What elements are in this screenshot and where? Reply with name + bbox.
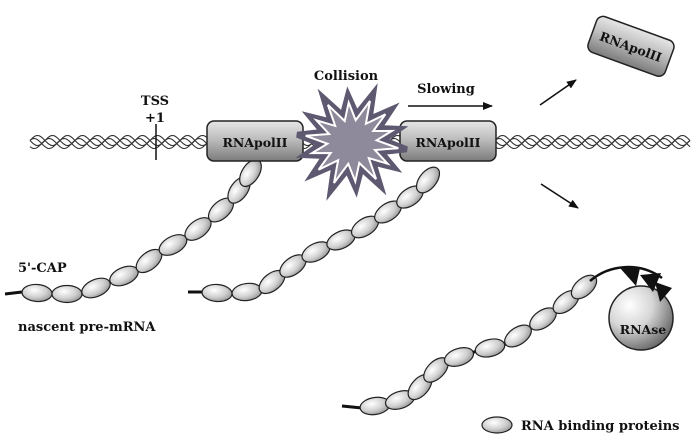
rna-strands <box>4 158 598 416</box>
slowing-label: Slowing <box>417 82 475 97</box>
rnase-label: RNAse <box>620 322 667 337</box>
collision-burst-icon <box>295 83 409 201</box>
rna-strand-downstream <box>188 166 441 303</box>
rna-binding-protein <box>81 277 111 299</box>
collision-label: Collision <box>314 69 379 84</box>
polymerase-downstream-label: RNApolII <box>415 135 480 150</box>
release-arrow-icon <box>539 79 577 106</box>
rnase-exonuclease: RNAse <box>589 265 674 351</box>
rna-binding-protein <box>474 338 506 358</box>
legend-protein-swatch <box>481 416 513 434</box>
legend-rna-binding-proteins-label: RNA binding proteins <box>521 419 679 434</box>
rna-polymerase-released: RNApolII <box>587 15 675 77</box>
rna-binding-protein <box>415 166 441 194</box>
rna-binding-protein <box>443 347 475 367</box>
rna-binding-protein <box>51 284 83 304</box>
tss-label: TSS <box>141 94 169 109</box>
rna-polymerase-upstream: RNApolII <box>206 120 304 162</box>
rna-binding-protein <box>21 283 53 303</box>
five-prime-cap-label: 5'-CAP <box>18 261 67 276</box>
degradation-arrow-icon <box>540 183 579 209</box>
nascent-pre-mrna-label: nascent pre-mRNA <box>18 320 156 335</box>
tss-marker: TSS +1 <box>141 94 169 160</box>
rna-binding-protein <box>231 282 263 302</box>
rna-binding-protein <box>201 283 233 303</box>
legend: RNA binding proteins <box>481 416 679 434</box>
tss-position-label: +1 <box>145 111 165 126</box>
polymerase-upstream-label: RNApolII <box>222 135 287 150</box>
rna-polymerase-downstream: RNApolII <box>399 120 497 162</box>
rna-strand-released <box>341 274 598 416</box>
rna-strand-upstream <box>4 158 262 304</box>
